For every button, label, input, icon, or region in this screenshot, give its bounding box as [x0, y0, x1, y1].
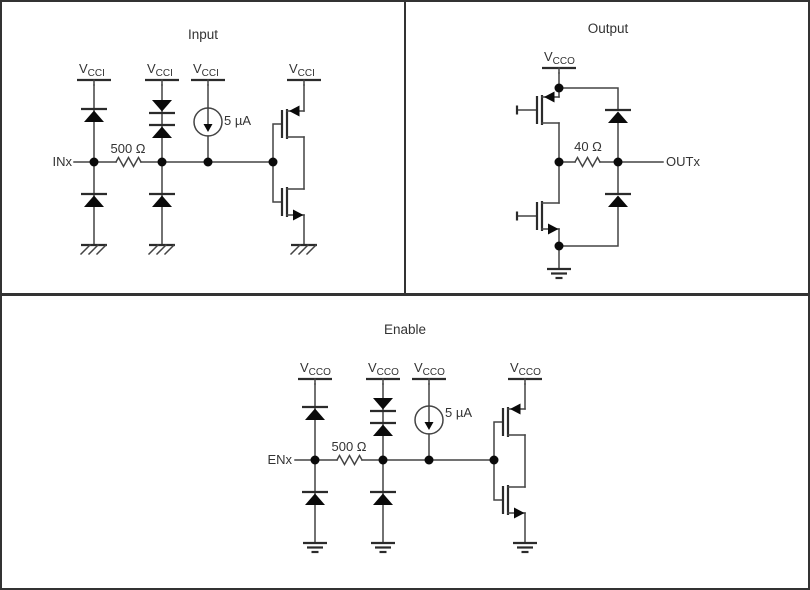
panel-title: Enable	[384, 322, 426, 337]
supply-label: VCCO	[510, 360, 541, 378]
chassis-ground-icon	[147, 243, 177, 256]
enable-wires	[294, 383, 526, 544]
clamp-diode-icon	[300, 405, 330, 422]
node-dot	[157, 157, 167, 167]
node-dot	[310, 455, 320, 465]
supply-rail-icon	[75, 78, 113, 87]
supply-rail-icon	[143, 78, 181, 87]
clamp-diode-icon	[368, 396, 398, 413]
clamp-diode-icon	[603, 108, 633, 125]
pin-label: OUTx	[666, 154, 700, 169]
current-source-icon	[414, 405, 444, 435]
node-dot	[424, 455, 434, 465]
input-wires	[73, 84, 305, 246]
supply-label: VCCO	[368, 360, 399, 378]
supply-label: VCCO	[414, 360, 445, 378]
resistor-label: 40 Ω	[574, 139, 602, 154]
supply-rail-icon	[285, 78, 323, 87]
clamp-diode-icon	[300, 490, 330, 507]
nmos-transistor-icon	[280, 185, 306, 222]
clamp-diode-icon	[147, 123, 177, 140]
pmos-transistor-icon	[501, 402, 527, 439]
resistor-icon	[574, 156, 601, 168]
supply-label: VCCI	[147, 61, 173, 79]
panel-divider-horizontal	[2, 293, 808, 296]
clamp-diode-icon	[368, 490, 398, 507]
input-circuit-panel: Input VCCI VCCI VCCI VCCI 5 µA 500 Ω INx	[53, 27, 323, 256]
node-dot	[203, 157, 213, 167]
supply-label: VCCI	[289, 61, 315, 79]
node-dot	[613, 157, 623, 167]
supply-rail-icon	[189, 78, 227, 87]
node-dot	[554, 83, 564, 93]
resistor-icon	[336, 454, 363, 466]
nmos-transistor-icon	[535, 199, 561, 236]
earth-ground-icon	[545, 267, 573, 280]
pin-label: ENx	[267, 452, 292, 467]
supply-rail-icon	[540, 66, 578, 75]
current-source-label: 5 µA	[224, 113, 251, 128]
pin-label: INx	[53, 154, 73, 169]
supply-label: VCCO	[300, 360, 331, 378]
current-source-icon	[193, 107, 223, 137]
node-dot	[489, 455, 499, 465]
resistor-label: 500 Ω	[331, 439, 366, 454]
resistor-label: 500 Ω	[110, 141, 145, 156]
pmos-transistor-icon	[280, 104, 306, 141]
output-circuit-panel: Output VCCO 40 Ω OUTx	[515, 21, 700, 280]
earth-ground-icon	[511, 541, 539, 554]
resistor-icon	[115, 156, 142, 168]
output-wires	[516, 72, 664, 270]
supply-label: VCCI	[193, 61, 219, 79]
supply-label: VCCO	[544, 49, 575, 67]
panel-divider-vertical	[403, 2, 406, 294]
chassis-ground-icon	[289, 243, 319, 256]
node-dot	[554, 241, 564, 251]
earth-ground-icon	[301, 541, 329, 554]
node-dot	[554, 157, 564, 167]
nmos-transistor-icon	[501, 483, 527, 520]
clamp-diode-icon	[79, 192, 109, 209]
current-source-label: 5 µA	[445, 405, 472, 420]
supply-label: VCCI	[79, 61, 105, 79]
clamp-diode-icon	[147, 98, 177, 115]
clamp-diode-icon	[603, 192, 633, 209]
node-dot	[378, 455, 388, 465]
node-dot	[268, 157, 278, 167]
supply-rail-icon	[364, 377, 402, 386]
clamp-diode-icon	[368, 421, 398, 438]
enable-circuit-panel: Enable VCCO VCCO VCCO VCCO 5 µA 500 Ω EN…	[267, 322, 544, 554]
supply-rail-icon	[410, 377, 448, 386]
earth-ground-icon	[369, 541, 397, 554]
panel-title: Input	[188, 27, 218, 42]
supply-rail-icon	[506, 377, 544, 386]
supply-rail-icon	[296, 377, 334, 386]
pmos-transistor-icon	[535, 90, 561, 127]
node-dot	[89, 157, 99, 167]
chassis-ground-icon	[79, 243, 109, 256]
panel-title: Output	[588, 21, 629, 36]
clamp-diode-icon	[147, 192, 177, 209]
clamp-diode-icon	[79, 107, 109, 124]
